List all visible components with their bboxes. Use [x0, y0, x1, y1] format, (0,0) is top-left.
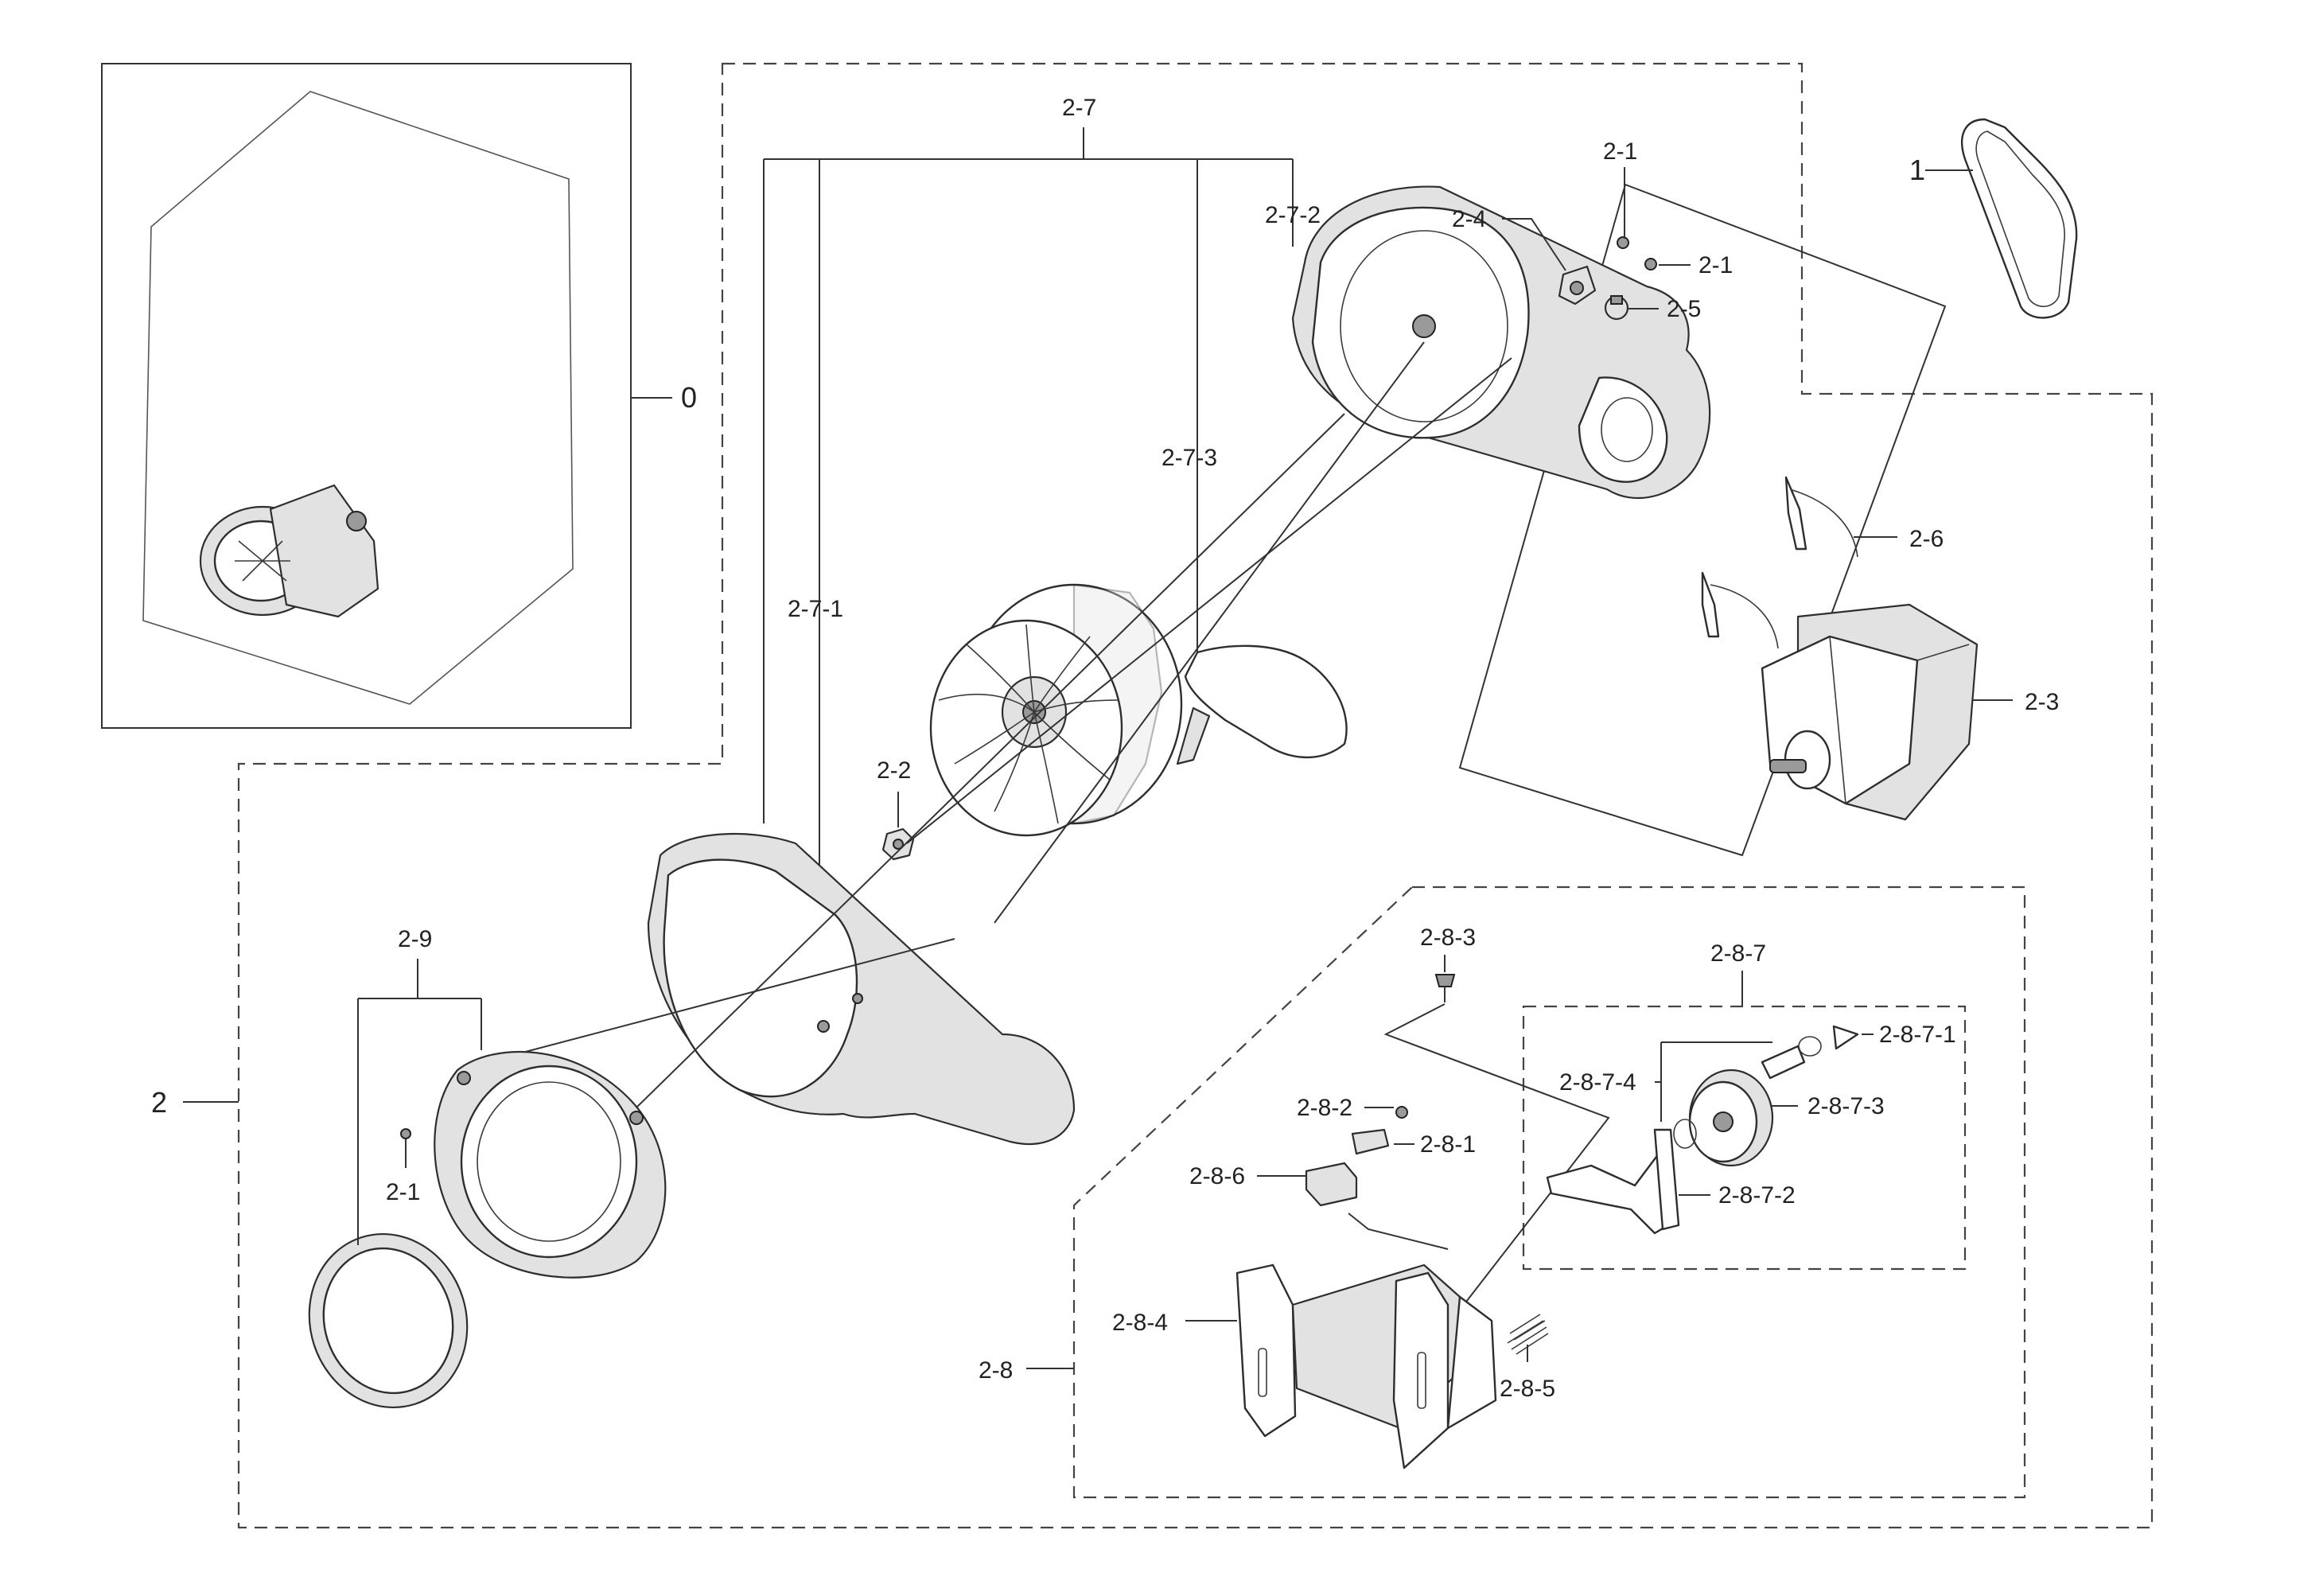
pulley-wheel: [1688, 1069, 1774, 1167]
callout-screw-housing: 2-7-1: [788, 596, 843, 622]
callout-duct-assembly: 2: [151, 1086, 167, 1119]
callout-screw-top-2: 2-1: [1698, 252, 1733, 278]
cover-fitting: [1604, 295, 1629, 321]
callout-spring: 2-8-5: [1500, 1376, 1555, 1402]
idler-spring: 2-8-5: [1500, 1314, 1555, 1402]
callout-pulley-arm: 2-8-7-2: [1718, 1182, 1796, 1209]
callout-seal-ring: 2-9: [398, 926, 432, 952]
idler-screw-2: 2-8-2: [1297, 1095, 1408, 1121]
fan-housing-region: [237, 62, 2154, 1529]
idler-screw-1: 2-8-1: [1351, 1128, 1476, 1158]
callout-pulley-wheel: 2-8-7-3: [1807, 1093, 1885, 1119]
callout-assembly: 0: [681, 381, 697, 414]
seal-ring: [308, 1232, 469, 1409]
pulley-clip: 2-8-7-1: [1798, 1022, 1956, 1057]
callout-screw-bottom: 2-1: [386, 1179, 420, 1205]
cover-bracket: [1558, 265, 1597, 306]
blower-wheel: [929, 583, 1183, 837]
pulley-washer: 2-8-7-4: [1559, 1041, 1772, 1149]
drive-belt: 1: [1909, 118, 2078, 319]
callout-idler-screw-3: 2-8-3: [1420, 925, 1476, 951]
assembly-thumbnail: [199, 484, 379, 618]
rear-fan-housing: [647, 832, 1076, 1146]
callout-pulley-assembly: 2-8-7: [1710, 940, 1766, 967]
callout-motor: 2-3: [2025, 689, 2059, 715]
idler-bracket: 2-8-4: [1112, 1263, 1497, 1469]
callout-pulley-washer: 2-8-7-4: [1559, 1069, 1636, 1096]
callout-belt: 1: [1909, 154, 1925, 186]
screw-bottom: [400, 1128, 411, 1139]
drive-motor: [1761, 603, 1979, 821]
duct-flap: [1176, 644, 1348, 765]
callout-pulley-clip: 2-8-7-1: [1879, 1022, 1956, 1048]
callout-nut: 2-2: [877, 757, 911, 784]
housing-cover: [1291, 185, 1711, 500]
screw-top-a: [1617, 236, 1629, 249]
assembly-overview-panel: 0: [101, 63, 697, 729]
front-duct-ring: [434, 1050, 667, 1279]
callout-clamp: 2-6: [1909, 526, 1944, 552]
callout-duct-flap: 2-7-3: [1162, 445, 1217, 471]
callout-fitting: 2-5: [1667, 296, 1701, 322]
idler-switch: 2-8-6: [1189, 1162, 1358, 1207]
callout-screw-top-1: 2-1: [1603, 138, 1637, 165]
motor-clamp-upper: [1784, 476, 1858, 558]
blower-nut: 2-2: [877, 757, 915, 861]
seal-ring-bracket: 2-9: [357, 926, 482, 1245]
fan-housing-bracket: 2-7 2-7-2 2-7-3 2-7-1: [763, 95, 1321, 1018]
callout-idler-assembly: 2-8: [979, 1357, 1013, 1384]
pulley-arm: 2-8-7-2: [1546, 1128, 1796, 1235]
callout-bracket: 2-4: [1452, 206, 1486, 232]
callout-idler-bracket: 2-8-4: [1112, 1310, 1168, 1336]
screw-top-b: [1644, 258, 1657, 271]
motor-group: 2-6 2-3: [1458, 183, 2059, 857]
callout-idler-screw: 2-8-1: [1420, 1131, 1476, 1158]
idler-screw-3: 2-8-3: [1420, 925, 1476, 1002]
callout-housing-cover: 2-7-2: [1265, 202, 1321, 228]
callout-fan-housing: 2-7: [1062, 95, 1096, 121]
idler-region: [1072, 886, 2026, 1499]
motor-clamp-lower: [1701, 571, 1779, 649]
callout-switch: 2-8-6: [1189, 1163, 1245, 1189]
pulley-axle: [1761, 1045, 1806, 1080]
callout-idler-screw-2: 2-8-2: [1297, 1095, 1352, 1121]
